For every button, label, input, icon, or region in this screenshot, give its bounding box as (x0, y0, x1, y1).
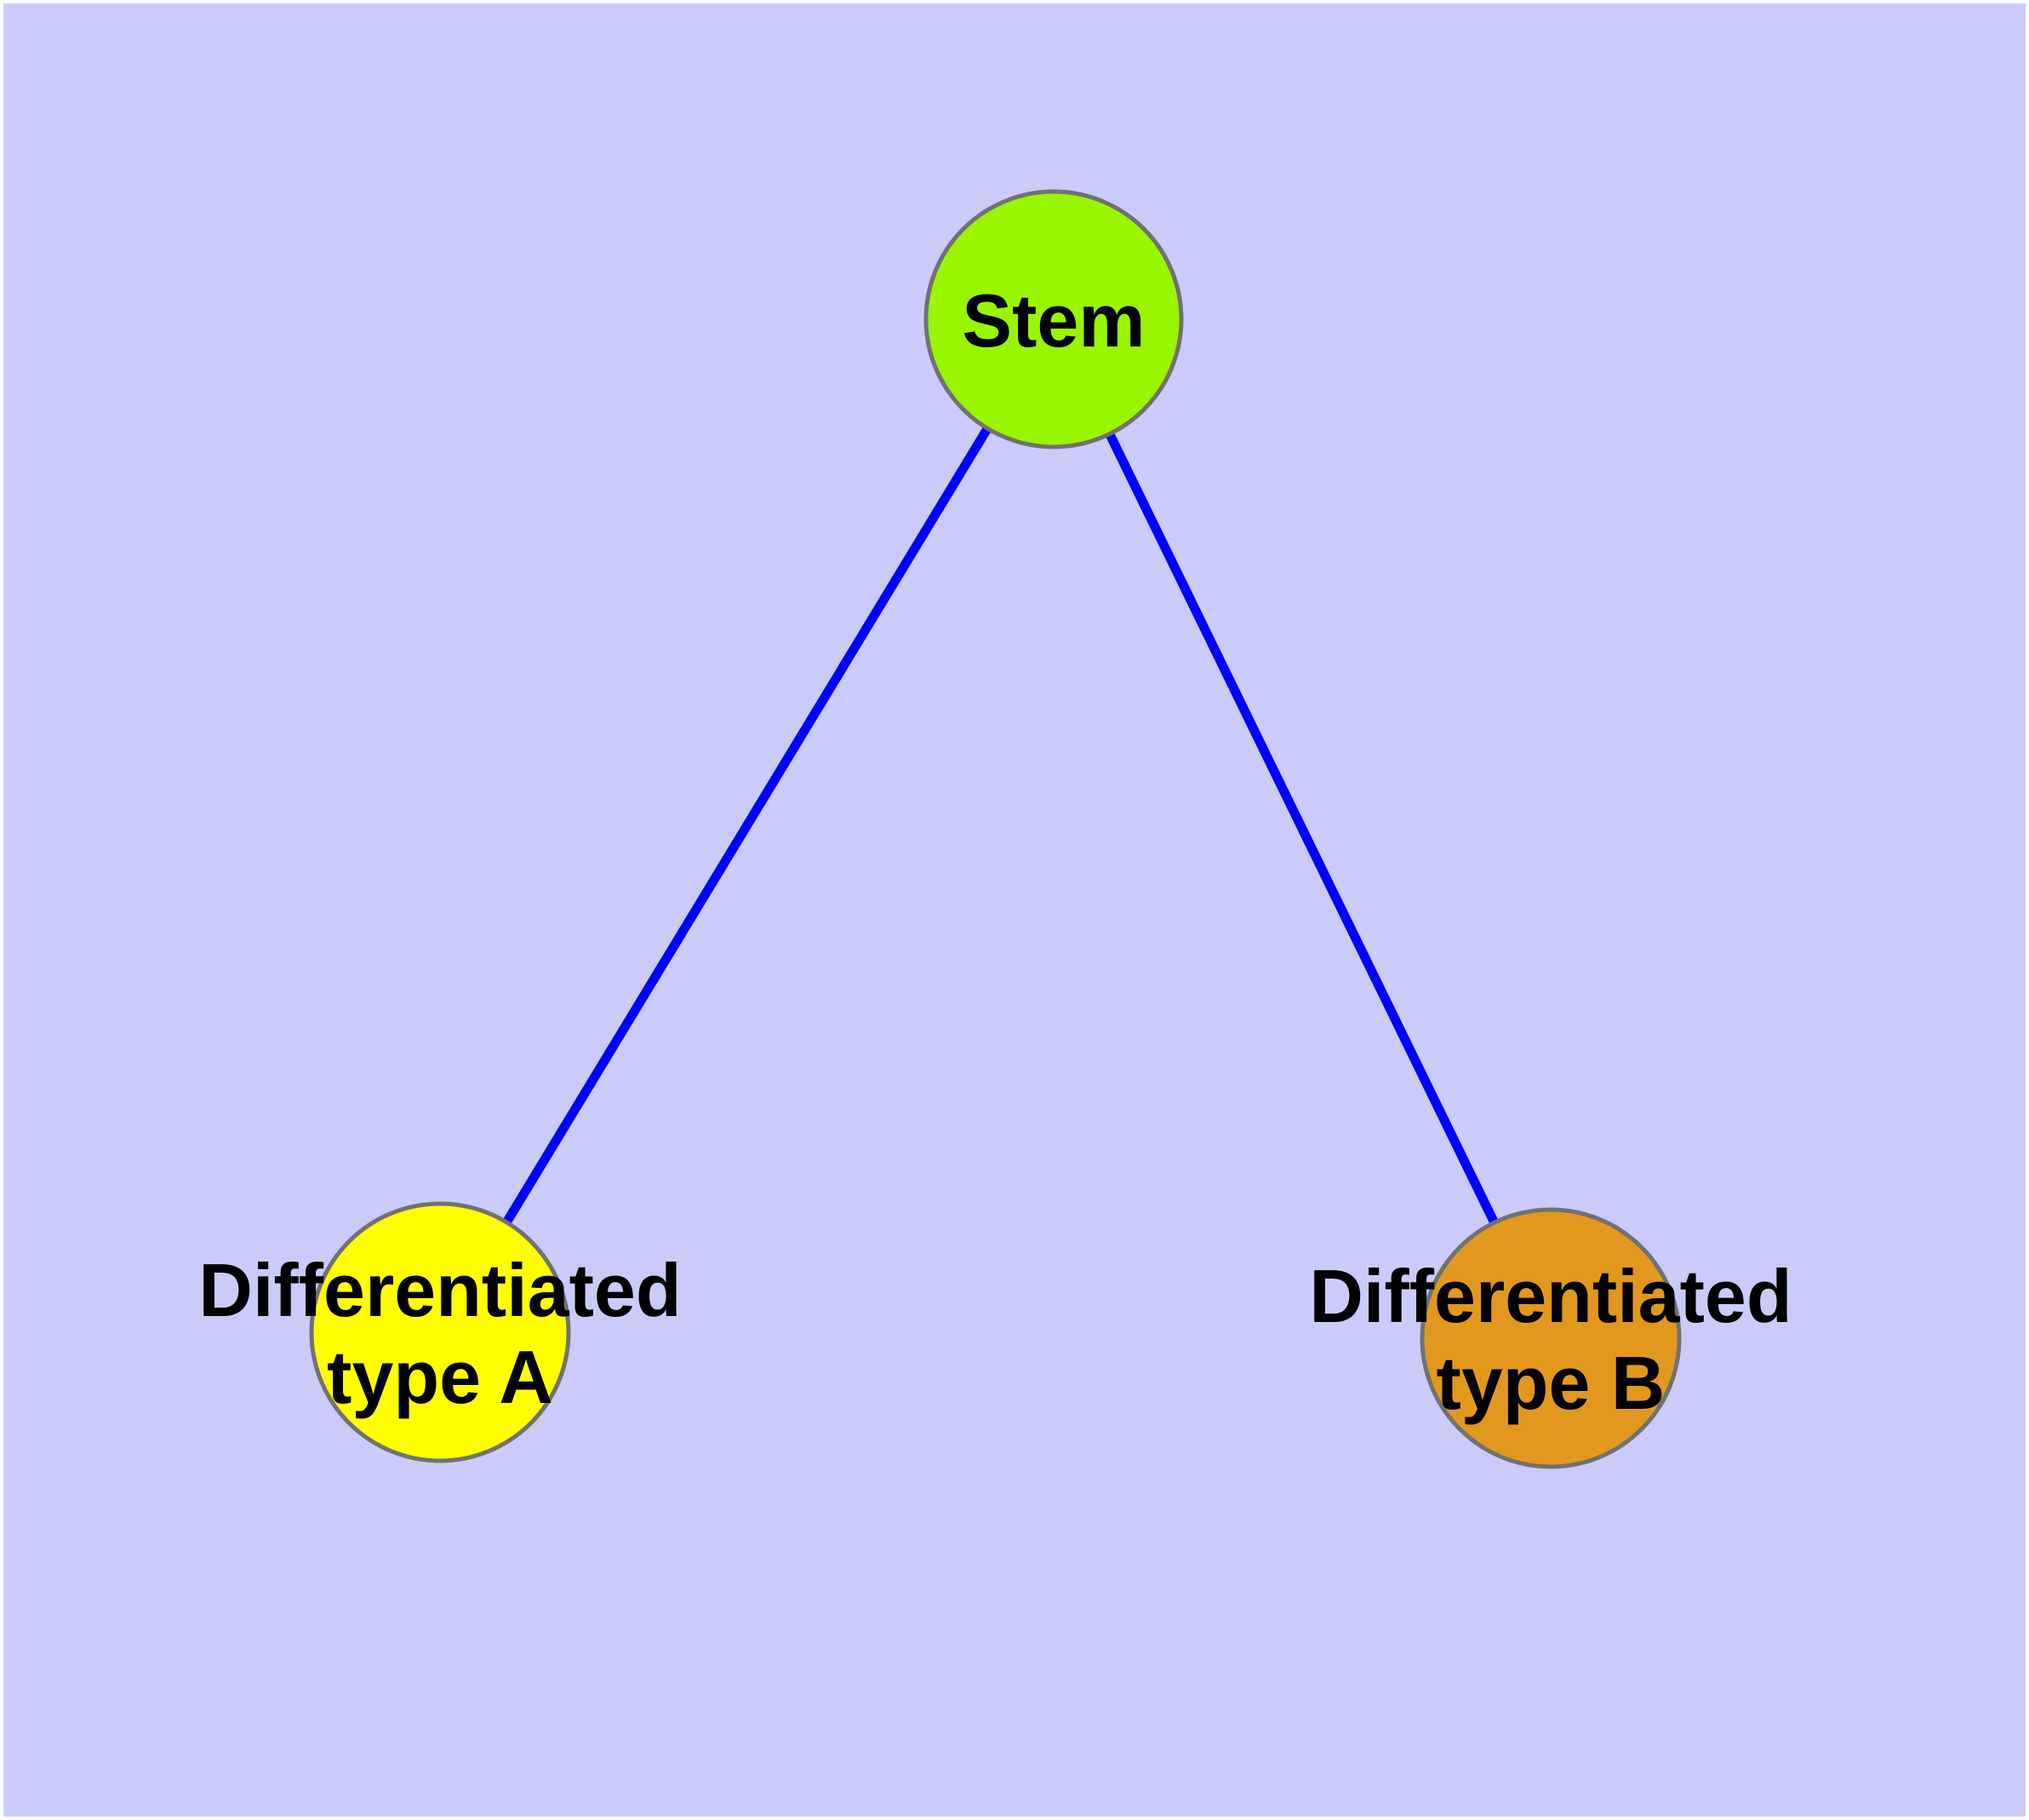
node-label-line: type A (327, 1335, 553, 1419)
node-label-line: Stem (962, 278, 1145, 363)
node-label-line: Differentiated (198, 1248, 681, 1332)
node-differentiated-type-a (309, 1201, 571, 1463)
node-label-stem: Stem (962, 278, 1145, 363)
node-label-line: type B (1437, 1341, 1666, 1425)
edge-stem-to-differentiated-type-a (436, 317, 1058, 1335)
node-stem (923, 189, 1184, 449)
node-differentiated-type-b (1420, 1207, 1682, 1469)
edge-stem-to-differentiated-type-b (1049, 317, 1555, 1341)
node-label-line: Differentiated (1309, 1254, 1792, 1338)
